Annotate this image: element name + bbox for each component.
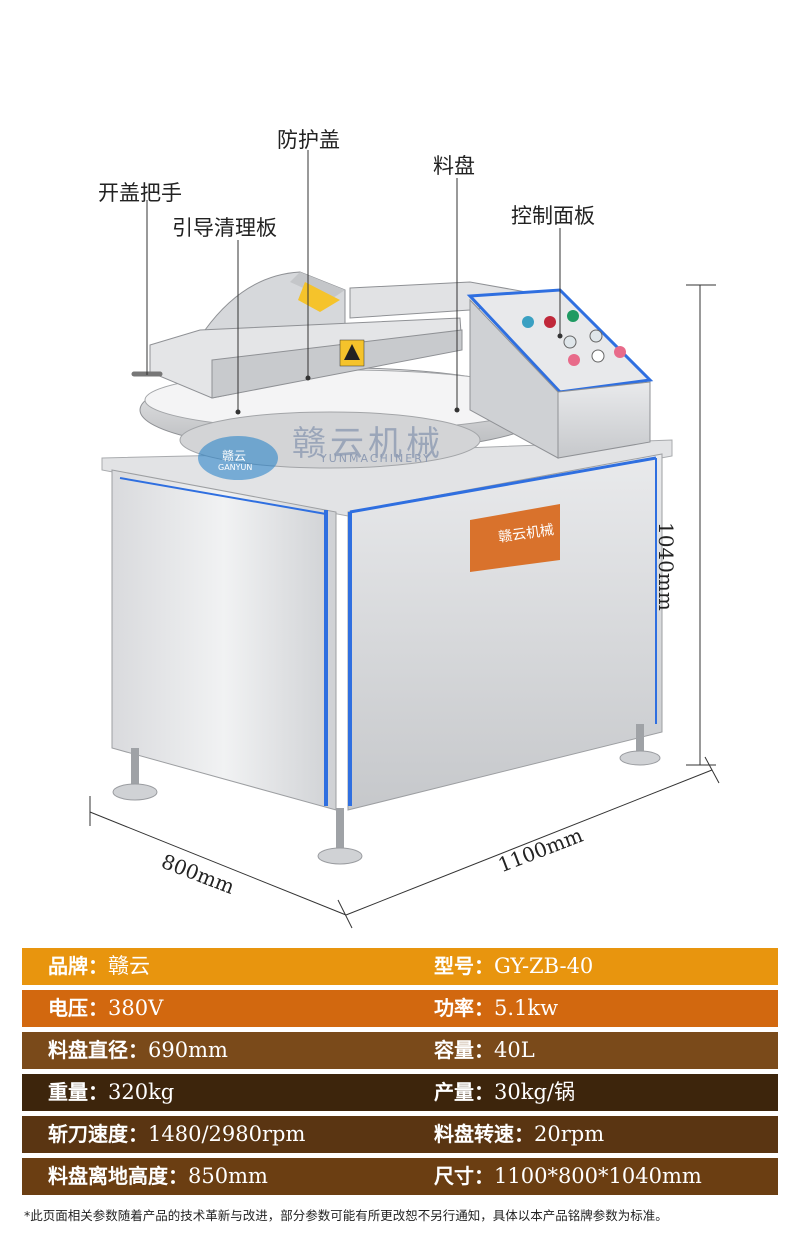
spec-value: 1100*800*1040mm [494, 1164, 702, 1188]
spec-right: 功率：5.1kw [434, 990, 558, 1027]
spec-left: 料盘直径：690mm [48, 1032, 228, 1069]
spec-left: 斩刀速度：1480/2980rpm [48, 1116, 305, 1153]
spec-label: 容量： [434, 1038, 494, 1062]
spec-row: 电压：380V 功率：5.1kw [22, 990, 778, 1027]
spec-row: 重量：320kg 产量：30kg/锅 [22, 1074, 778, 1111]
callout-panel: 控制面板 [511, 204, 595, 228]
watermark-logo-en: YUNMACHINERY [320, 452, 432, 465]
spec-left: 料盘离地高度：850mm [48, 1158, 268, 1195]
callout-handle: 开盖把手 [98, 181, 182, 205]
spec-right: 料盘转速：20rpm [434, 1116, 604, 1153]
spec-row: 料盘直径：690mm 容量：40L [22, 1032, 778, 1069]
spec-label: 型号： [434, 954, 494, 978]
product-illustration: 赣云机械 YUNMACHINERY 赣云 GANYUN 赣云机械 防护盖 料盘 … [89, 128, 720, 929]
dimension-height: 1040mm [654, 522, 678, 611]
callout-lid: 防护盖 [277, 128, 340, 152]
spec-label: 尺寸： [434, 1164, 494, 1188]
spec-label: 料盘直径： [48, 1038, 148, 1062]
watermark-logo: 赣云机械 [292, 424, 444, 464]
spec-value: GY-ZB-40 [494, 954, 594, 978]
spec-label: 产量： [434, 1080, 494, 1104]
spec-label: 电压： [48, 996, 108, 1020]
spec-left: 电压：380V [48, 990, 163, 1027]
badge-logo: 赣云 [222, 449, 247, 463]
spec-row: 品牌：赣云 型号：GY-ZB-40 [22, 948, 778, 985]
spec-value: 20rpm [534, 1122, 605, 1146]
callout-bowl: 料盘 [433, 154, 475, 178]
spec-value: 380V [108, 996, 164, 1020]
spec-right: 产量：30kg/锅 [434, 1074, 575, 1111]
spec-right: 型号：GY-ZB-40 [434, 948, 593, 985]
spec-label: 料盘转速： [434, 1122, 534, 1146]
spec-row: 斩刀速度：1480/2980rpm 料盘转速：20rpm [22, 1116, 778, 1153]
spec-value: 40L [494, 1038, 535, 1062]
spec-right: 尺寸：1100*800*1040mm [434, 1158, 702, 1195]
callout-guide: 引导清理板 [172, 216, 277, 240]
spec-value: 赣云 [108, 954, 150, 978]
spec-left: 品牌：赣云 [48, 948, 150, 985]
badge-logo-en: GANYUN [218, 463, 253, 472]
spec-label: 料盘离地高度： [48, 1164, 188, 1188]
spec-label: 品牌： [48, 954, 108, 978]
machine-drawing [89, 150, 720, 929]
spec-right: 容量：40L [434, 1032, 535, 1069]
spec-label: 斩刀速度： [48, 1122, 148, 1146]
spec-value: 30kg/锅 [494, 1080, 575, 1104]
spec-left: 重量：320kg [48, 1074, 174, 1111]
spec-label: 重量： [48, 1080, 108, 1104]
spec-value: 320kg [108, 1080, 175, 1104]
spec-row: 料盘离地高度：850mm 尺寸：1100*800*1040mm [22, 1158, 778, 1195]
spec-value: 850mm [188, 1164, 268, 1188]
spec-value: 1480/2980rpm [148, 1122, 306, 1146]
spec-value: 5.1kw [494, 996, 559, 1020]
spec-label: 功率： [434, 996, 494, 1020]
footnote: *此页面相关参数随着产品的技术革新与改进，部分参数可能有所更改恕不另行通知，具体… [24, 1208, 668, 1223]
spec-value: 690mm [148, 1038, 228, 1062]
spec-table: 品牌：赣云 型号：GY-ZB-40 电压：380V 功率：5.1kw 料盘直径：690m… [22, 948, 778, 1200]
